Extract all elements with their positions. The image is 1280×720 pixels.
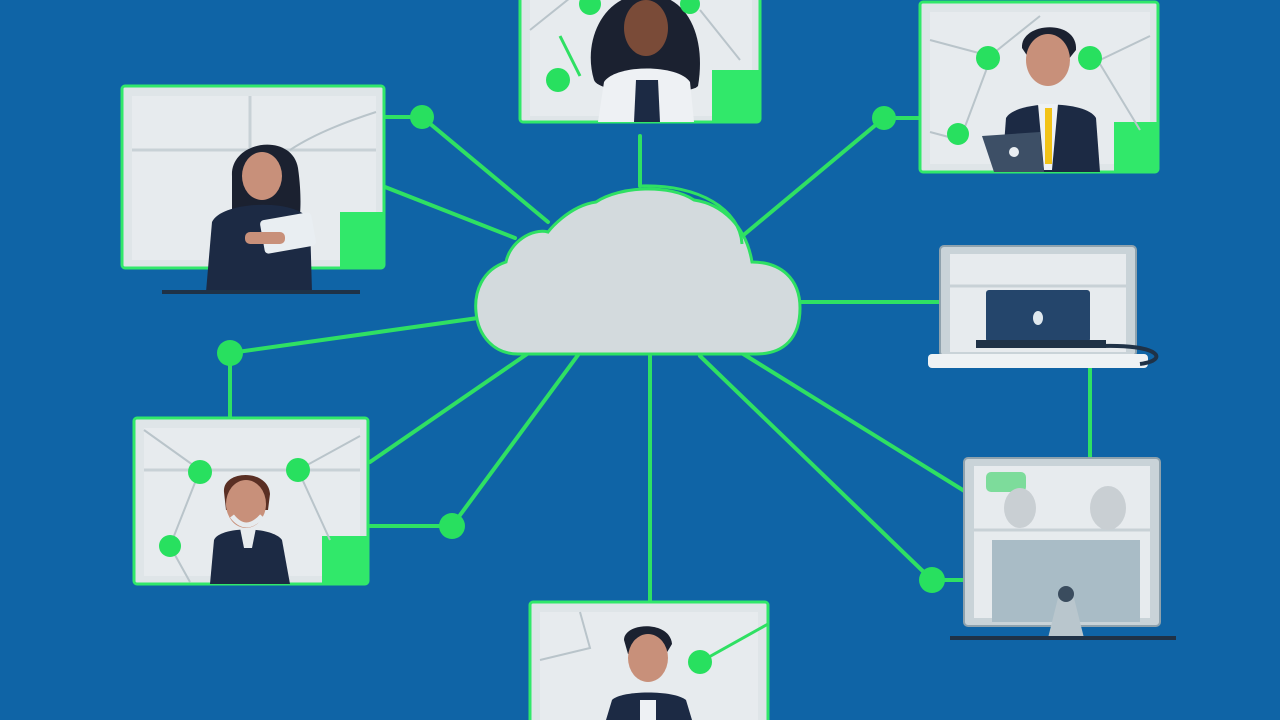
person-icon bbox=[210, 475, 290, 584]
connector-line bbox=[698, 354, 934, 582]
connector-line bbox=[738, 350, 968, 494]
video-tile-4 bbox=[132, 416, 370, 586]
laptop-icon bbox=[928, 245, 1159, 368]
network-node bbox=[439, 513, 465, 539]
network-node bbox=[217, 340, 243, 366]
person-icon bbox=[206, 144, 316, 292]
connector-line bbox=[420, 115, 550, 224]
connector-line bbox=[368, 350, 532, 464]
person-icon bbox=[606, 626, 692, 720]
person-icon bbox=[982, 27, 1100, 172]
video-tile-2 bbox=[518, 0, 762, 124]
connector-line bbox=[450, 353, 580, 528]
network-node bbox=[410, 105, 434, 129]
video-tile-5 bbox=[528, 600, 770, 720]
network-node bbox=[872, 106, 896, 130]
person-icon bbox=[590, 0, 700, 122]
cloud-icon bbox=[474, 184, 802, 356]
video-tile-3 bbox=[918, 0, 1160, 174]
connector-line bbox=[383, 185, 517, 240]
monitor-icon bbox=[950, 457, 1176, 640]
connector-line bbox=[228, 316, 480, 355]
network-node bbox=[919, 567, 945, 593]
connector-line bbox=[738, 116, 886, 240]
video-tile-1 bbox=[120, 84, 386, 294]
